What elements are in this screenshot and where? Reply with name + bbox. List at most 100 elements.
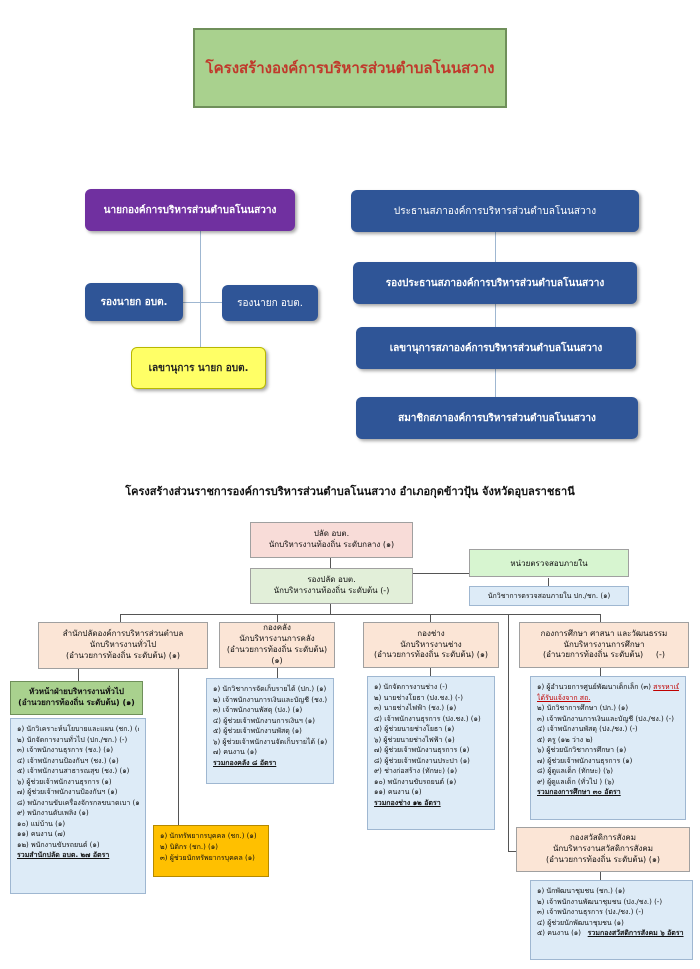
list-item: ๕) ผู้ช่วยเจ้าพนักงานพัสดุ (๑) — [213, 727, 302, 735]
list-item: ๕) คนงาน (๑) รวมกองสวัสดิการสังคม ๖ อัตร… — [537, 928, 686, 939]
department-name: กองสวัสดิการสังคม — [569, 833, 637, 843]
list-item: ๖) ผู้ช่วยนักวิชาการศึกษา (๑) — [537, 746, 627, 754]
connector — [120, 614, 121, 622]
mayor-secretary-box: เลขานุการ นายก อบต. — [131, 347, 266, 389]
list-item: ๘) พนักงานขับเครื่องจักรกลขนาดเบา (๑) — [17, 798, 139, 807]
department-level: (อำนวยการท้องถิ่น ระดับต้น) (-) — [542, 650, 666, 660]
head-title: หัวหน้าฝ่ายบริหารงานทั่วไป — [28, 687, 125, 697]
department-head: นักบริหารงานสวัสดิการสังคม — [552, 844, 654, 854]
list-item: ๗) ผู้ช่วยเจ้าพนักงานป้องกันฯ (๑) — [17, 788, 118, 796]
finance-staff-list: ๑) นักวิชาการจัดเก็บรายได้ (ปก.) (๑) ๒) … — [206, 678, 334, 784]
list-item: ๙) ผู้ดูแลเด็ก (ทั่วไป ) (๖) — [537, 777, 615, 786]
head-level: (อำนวยการท้องถิ่น ระดับต้น) (๑) — [18, 698, 135, 707]
list-item: ๑๐) แม่บ้าน (๑) — [17, 819, 66, 828]
deputy-mayor-box-1: รองนายก อบต. — [85, 283, 183, 321]
list-item: ๑) ผู้อำนวยการศูนย์พัฒนาเด็กเล็ก (๓) สรร… — [537, 682, 679, 693]
welfare-staff-list: ๑) นักพัฒนาชุมชน (ชก.) (๑) ๒) เจ้าพนักงา… — [530, 880, 693, 960]
deputy-palad-box: รองปลัด อบต. นักบริหารงานท้องถิ่น ระดับต… — [250, 568, 413, 604]
deputy-mayor-box-2: รองนายก อบต. — [222, 285, 318, 321]
palad-box: ปลัด อบต. นักบริหารงานท้องถิ่น ระดับกลาง… — [250, 522, 413, 558]
welfare-total: รวมกองสวัสดิการสังคม ๖ อัตรา — [587, 929, 684, 937]
office-department-box: สำนักปลัดองค์การบริหารส่วนตำบล นักบริหาร… — [38, 622, 208, 669]
list-item: ๘) ผู้ช่วยเจ้าพนักงานประปา (๑) — [374, 756, 470, 765]
list-item: ๑) นักวิเคราะห์นโยบายและแผน (ชก.) (๑) — [17, 725, 139, 733]
engineering-department-box: กองช่าง นักบริหารงานช่าง (อำนวยการท้องถิ… — [363, 622, 499, 668]
office-staff-list: ๑) นักวิเคราะห์นโยบายและแผน (ชก.) (๑) ๒)… — [10, 718, 146, 894]
connector — [330, 558, 331, 568]
education-department-box: กองการศึกษา ศาสนา และวัฒนธรรม นักบริหารง… — [519, 622, 689, 668]
list-item: ๑๑) คนงาน (๗) — [17, 830, 66, 838]
connector — [430, 614, 431, 622]
list-item: ๕) ครู (๑๒ ว่าง ๒) — [537, 735, 593, 744]
finance-department-box: กองคลัง นักบริหารงานการคลัง (อำนวยการท้อ… — [219, 622, 335, 668]
connector — [330, 604, 331, 614]
council-secretary-box: เลขานุการสภาองค์การบริหารส่วนตำบลโนนสวาง — [356, 327, 636, 369]
welfare-department-box: กองสวัสดิการสังคม นักบริหารงานสวัสดิการส… — [516, 827, 690, 872]
list-item: ๒) นักจัดการงานทั่วไป (ปก./ชก.) (-) — [17, 735, 128, 744]
list-item: ๑๒) พนักงานขับรถยนต์ (๑) — [17, 840, 100, 849]
list-item: ๑) นักทรัพยากรบุคคล (ชก.) (๑) — [160, 832, 257, 840]
list-item: ๖) ผู้ช่วยนายช่างไฟฟ้า (๑) — [374, 735, 455, 744]
recruit-note: สรรหาเมื่อ — [653, 683, 679, 691]
department-level: (อำนวยการท้องถิ่น ระดับต้น) (๑) — [545, 854, 661, 864]
council-vice-chairman-box: รองประธานสภาองค์การบริหารส่วนตำบลโนนสวาง — [353, 262, 637, 304]
department-head: นักบริหารงานการศึกษา — [563, 639, 645, 649]
connector — [600, 872, 601, 880]
list-item: ๑๐) พนักงานขับรถยนต์ (๑) — [374, 777, 457, 786]
connector — [508, 614, 509, 852]
list-item: ๓) เจ้าพนักงานธุรการ (ชง.) (๑) — [17, 746, 114, 754]
list-item: ๓) เจ้าพนักงานการเงินและบัญชี (ปง./ชง.) … — [537, 714, 674, 723]
list-item: ๕) ผู้ช่วยนายช่างโยธา (๑) — [374, 725, 455, 733]
internal-audit-staff: นักวิชาการตรวจสอบภายใน ปก./ชก. (๑) — [469, 586, 629, 606]
list-item: ๑๑) คนงาน (๑) — [374, 788, 422, 796]
connector — [155, 302, 225, 303]
list-item: ๒) เจ้าพนักงานการเงินและบัญชี (ชง.)(๑) — [213, 695, 327, 704]
department-head: นักบริหารงานการคลัง — [239, 634, 315, 644]
list-item: ๑) นักจัดการงานช่าง (-) — [374, 683, 448, 691]
list-item: ๔) เจ้าพนักงานพัสดุ (ปง./ชง.) (-) — [537, 725, 638, 733]
department-head: นักบริหารงานทั่วไป — [89, 640, 157, 650]
hr-staff-list: ๑) นักทรัพยากรบุคคล (ชก.) (๑) ๒) นิติกร … — [153, 825, 269, 877]
list-item: ๒) นิติกร (ชก.) (๑) — [160, 843, 218, 852]
finance-total: รวมกองคลัง ๘ อัตรา — [213, 758, 277, 767]
council-members-box: สมาชิกสภาองค์การบริหารส่วนตำบลโนนสวาง — [356, 397, 638, 439]
list-item: ๗) ผู้ช่วยเจ้าพนักงานธุรการ (๑) — [374, 746, 470, 754]
connector — [277, 614, 278, 622]
connector — [120, 614, 600, 615]
connector — [548, 578, 549, 586]
list-item: ๗) ผู้ช่วยเจ้าพนักงานธุรการ (๑) — [537, 756, 633, 765]
department-name: กองช่าง — [417, 628, 445, 638]
palad-position: นักบริหารงานท้องถิ่น ระดับกลาง (๑) — [268, 540, 395, 549]
page-title: โครงสร้างองค์การบริหารส่วนตำบลโนนสวาง — [193, 28, 507, 108]
deputy-palad-title: รองปลัด อบต. — [307, 575, 356, 585]
list-item: ๓) นายช่างไฟฟ้า (ชง.) (๑) — [374, 704, 457, 712]
list-item: ๖) ผู้ช่วยเจ้าพนักงานจัดเก็บรายได้ (๑) — [213, 737, 327, 746]
list-item: ๒) นายช่างโยธา (ปง.ชง.) (-) — [374, 693, 463, 702]
list-item: ๕) เจ้าพนักงานสาธารณสุข (ชง.) (๑) — [17, 767, 130, 775]
list-item: ๒) เจ้าพนักงานพัฒนาชุมชน (ปง./ชง.) (-) — [537, 897, 663, 906]
connector — [430, 668, 431, 676]
council-chairman-box: ประธานสภาองค์การบริหารส่วนตำบลโนนสวาง — [351, 190, 639, 232]
list-item: ๙) ช่างก่อสร้าง (ทักษะ) (๑) — [374, 767, 458, 775]
connector — [178, 669, 179, 825]
connector — [78, 669, 79, 681]
department-name: สำนักปลัดองค์การบริหารส่วนตำบล — [62, 629, 184, 639]
list-item: ๓) เจ้าพนักงานธุรการ (ปง./ชง.) (-) — [537, 908, 644, 916]
list-item: ๘) ผู้ดูแลเด็ก (ทักษะ) (๖) — [537, 767, 614, 775]
connector — [600, 614, 601, 622]
list-item: นักวิชาการตรวจสอบภายใน ปก./ชก. (๑) — [487, 592, 611, 600]
department-name: กองการศึกษา ศาสนา และวัฒนธรรม — [540, 628, 668, 638]
palad-title: ปลัด อบต. — [313, 529, 350, 539]
recruit-note: ได้รับแจ้งจาก สถ. — [537, 693, 591, 702]
mayor-box: นายกองค์การบริหารส่วนตำบลโนนสวาง — [85, 189, 295, 231]
list-item: ๒) นักวิชาการศึกษา (ปก.) (๑) — [537, 704, 629, 712]
connector — [200, 230, 201, 352]
list-item-text: ๕) คนงาน (๑) — [537, 929, 588, 937]
engineering-staff-list: ๑) นักจัดการงานช่าง (-) ๒) นายช่างโยธา (… — [367, 676, 495, 830]
list-item: ๖) ผู้ช่วยเจ้าพนักงานธุรการ (๑) — [17, 777, 112, 786]
department-level: (อำนวยการท้องถิ่น ระดับต้น) (๑) — [373, 650, 489, 660]
general-admin-head-box: หัวหน้าฝ่ายบริหารงานทั่วไป (อำนวยการท้อง… — [10, 681, 143, 715]
list-item: ๙) พนักงานดับเพลิง (๑) — [17, 809, 89, 817]
list-item: ๑) นักวิชาการจัดเก็บรายได้ (ปก.) (๑) — [213, 685, 327, 693]
deputy-palad-position: นักบริหารงานท้องถิ่น ระดับต้น (-) — [273, 586, 390, 595]
